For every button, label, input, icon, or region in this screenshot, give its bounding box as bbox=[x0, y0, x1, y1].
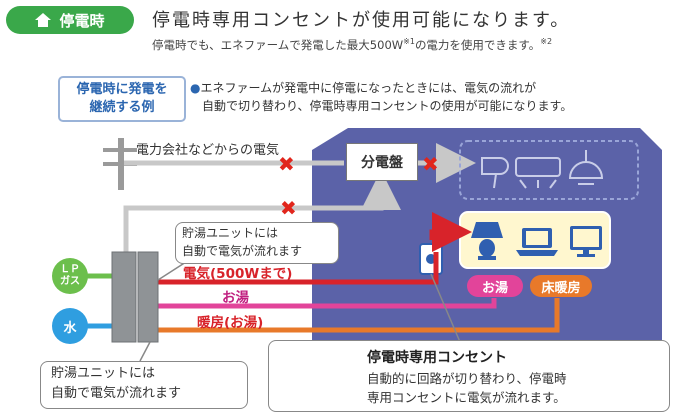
description-line-2: 自動で切り替わり、停電時専用コンセントの使用が可能になります。 bbox=[202, 99, 573, 113]
unit-callout-bottom-line-1: 貯湯ユニットには bbox=[51, 366, 156, 381]
description-line-1: エネファームが発電中に停電になったときには、電気の流れが bbox=[200, 81, 537, 95]
outlet-callout-line-1: 自動的に回路が切り替わり、停電時 bbox=[367, 371, 567, 386]
cut-mark-unit: ✖ bbox=[280, 196, 297, 220]
grid-label: 電力会社などからの電気 bbox=[136, 143, 280, 158]
footnote-1: ※1 bbox=[403, 37, 415, 47]
outage-badge: 停電時 bbox=[6, 6, 134, 34]
television-icon bbox=[570, 226, 602, 257]
outlet-callout-title: 停電時専用コンセント bbox=[367, 350, 507, 366]
distribution-panel: 分電盤 bbox=[346, 143, 418, 181]
heating-line bbox=[158, 298, 560, 333]
hair-dryer-icon bbox=[481, 157, 509, 189]
unit-callout-top: 貯湯ユニットには 自動で電気が流れます bbox=[175, 222, 339, 264]
floor-heating-pill: 床暖房 bbox=[530, 275, 592, 297]
storage-unit-right bbox=[137, 251, 159, 343]
headline: 停電時専用コンセントが使用可能になります。 bbox=[152, 10, 571, 31]
subline-tail: の電力を使用できます。 bbox=[414, 38, 541, 52]
cut-mark-grid: ✖ bbox=[278, 152, 295, 176]
unit-callout-top-line-2: 自動で電気が流れます bbox=[182, 244, 303, 258]
outlet-callout: 停電時専用コンセント 自動的に回路が切り替わり、停電時 専用コンセントに電気が流… bbox=[268, 340, 670, 412]
subline: 停電時でも、エネファームで発電した最大500W※1の電力を使用できます。※2 bbox=[152, 37, 552, 53]
lp-gas-label-1: ＬＰ bbox=[60, 264, 80, 275]
hot-water-line bbox=[158, 298, 497, 309]
electric-label: 電気(500Wまで) bbox=[183, 266, 293, 282]
laptop-icon bbox=[516, 228, 558, 256]
example-line-1: 停電時に発電を bbox=[76, 82, 168, 97]
storage-unit-left bbox=[111, 251, 137, 343]
inactive-appliance-box bbox=[459, 140, 639, 200]
example-label-box: 停電時に発電を 継続する例 bbox=[58, 76, 186, 122]
air-conditioner-icon bbox=[515, 157, 561, 189]
description: ●エネファームが発電中に停電になったときには、電気の流れが 自動で切り替わり、停… bbox=[190, 79, 572, 115]
outlet-pointer bbox=[430, 273, 461, 343]
outlet-callout-desc: 自動的に回路が切り替わり、停電時 専用コンセントに電気が流れます。 bbox=[367, 369, 567, 407]
hot-water-label: お湯 bbox=[222, 290, 249, 306]
electric-line bbox=[158, 252, 439, 285]
table-lamp-icon bbox=[471, 222, 503, 260]
lp-gas-label-2: ガス bbox=[60, 276, 80, 287]
badge-label: 停電時 bbox=[59, 11, 105, 30]
lp-gas-source: ＬＰ ガス bbox=[52, 258, 88, 294]
ceiling-lamp-icon bbox=[568, 150, 604, 185]
unit-to-panel-line bbox=[123, 170, 401, 252]
water-source: 水 bbox=[52, 308, 88, 344]
utility-pole-icon bbox=[103, 138, 137, 190]
unit-callout-bottom: 貯湯ユニットには 自動で電気が流れます bbox=[40, 361, 248, 409]
outlet-callout-line-2: 専用コンセントに電気が流れます。 bbox=[367, 390, 566, 405]
example-line-2: 継続する例 bbox=[89, 100, 155, 115]
unit-callout-bottom-line-2: 自動で電気が流れます bbox=[51, 386, 182, 401]
hot-water-pill: お湯 bbox=[467, 275, 523, 297]
bullet: ● bbox=[190, 81, 201, 95]
house-icon bbox=[35, 13, 52, 27]
unit-top-pointer bbox=[157, 261, 187, 281]
heating-label: 暖房(お湯) bbox=[197, 315, 264, 331]
unit-callout-top-line-1: 貯湯ユニットには bbox=[182, 226, 279, 240]
outlet-to-appliance-line bbox=[429, 212, 472, 252]
unit-bottom-pointer bbox=[139, 341, 151, 362]
footnote-2: ※2 bbox=[540, 37, 553, 47]
subline-main: 停電時でも、エネファームで発電した最大500W bbox=[152, 38, 404, 52]
cut-mark-panel: ✖ bbox=[422, 152, 439, 176]
